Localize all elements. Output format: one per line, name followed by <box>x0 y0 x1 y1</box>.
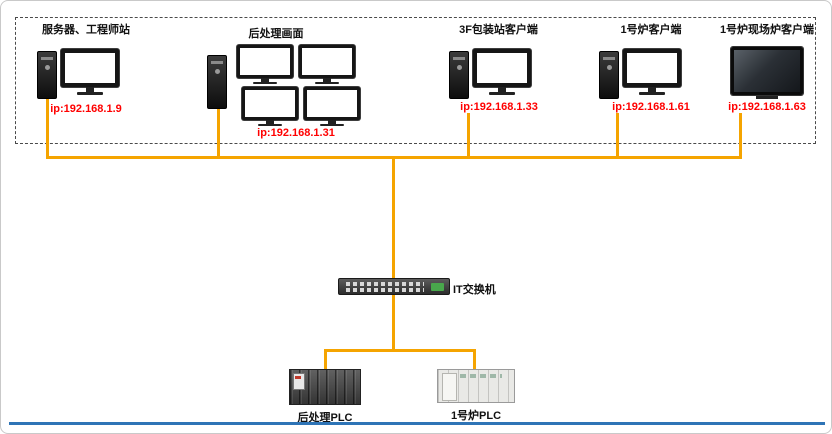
monitor-base <box>315 82 339 84</box>
monitor-stand <box>323 78 331 82</box>
wire-bus-to-switch <box>392 156 395 278</box>
monitor-base <box>639 92 665 95</box>
monitor-base <box>258 124 282 126</box>
flat-panel-screen <box>731 47 803 95</box>
monitor-stand <box>86 87 94 92</box>
bottom-divider <box>9 422 825 425</box>
station-furnace-client-label: 1号炉客户端 <box>620 24 682 36</box>
station-postprocess-ip: ip:192.168.1.31 <box>257 127 335 139</box>
wire-station3-drop <box>467 113 470 158</box>
pc-tower-icon <box>599 51 619 99</box>
monitor-stand <box>266 120 274 124</box>
wire-plc2-drop <box>473 349 476 369</box>
monitor-screen <box>623 49 681 87</box>
plc-postprocess-label: 后处理PLC <box>297 412 353 424</box>
monitor-icon <box>237 45 293 84</box>
plc-postprocess-icon <box>289 369 361 405</box>
station-furnace-client-ip: ip:192.168.1.61 <box>612 101 690 113</box>
monitor-screen <box>473 49 531 87</box>
workstations-dashed-border <box>15 17 816 144</box>
monitor-base <box>320 124 344 126</box>
flat-panel-display-icon <box>731 47 803 99</box>
network-switch-icon <box>338 278 450 295</box>
monitor-stand <box>261 78 269 82</box>
monitor-screen <box>242 87 298 120</box>
pc-tower-icon <box>449 51 469 99</box>
monitor-icon <box>473 49 531 95</box>
plc-furnace1-label: 1号炉PLC <box>450 410 502 422</box>
monitor-screen <box>299 45 355 78</box>
wire-station5-drop <box>739 113 742 158</box>
station-packing-ip: ip:192.168.1.33 <box>460 101 538 113</box>
wire-station2-drop <box>217 109 220 158</box>
monitor-stand <box>648 87 656 92</box>
station-onsite-label: 1号炉现场炉客户端 <box>719 24 815 36</box>
monitor-base <box>253 82 277 84</box>
monitor-stand <box>328 120 336 124</box>
monitor-icon <box>299 45 355 84</box>
monitor-icon <box>242 87 298 126</box>
monitor-base <box>489 92 515 95</box>
station-onsite-ip: ip:192.168.1.63 <box>728 101 806 113</box>
wire-station4-drop <box>616 113 619 158</box>
pc-tower-icon <box>207 55 227 109</box>
flat-panel-stand <box>756 96 778 99</box>
monitor-screen <box>304 87 360 120</box>
monitor-icon <box>623 49 681 95</box>
station-server-label: 服务器、工程师站 <box>42 24 130 36</box>
monitor-icon <box>61 49 119 95</box>
station-packing-label: 3F包装站客户端 <box>459 24 538 36</box>
pc-tower-icon <box>37 51 57 99</box>
wire-plc-branch <box>324 349 476 352</box>
plc-furnace1-icon <box>437 369 515 403</box>
station-server-ip: ip:192.168.1.9 <box>50 103 122 115</box>
wire-switch-to-branch <box>392 295 395 349</box>
monitor-stand <box>498 87 506 92</box>
switch-ports <box>346 282 424 292</box>
station-postprocess-label: 后处理画面 <box>248 28 304 40</box>
monitor-icon <box>304 87 360 126</box>
monitor-screen <box>61 49 119 87</box>
switch-label: IT交换机 <box>453 284 496 296</box>
wire-station1-drop <box>46 99 49 158</box>
switch-led <box>431 283 444 291</box>
monitor-screen <box>237 45 293 78</box>
monitor-base <box>77 92 103 95</box>
wire-plc1-drop <box>324 349 327 369</box>
